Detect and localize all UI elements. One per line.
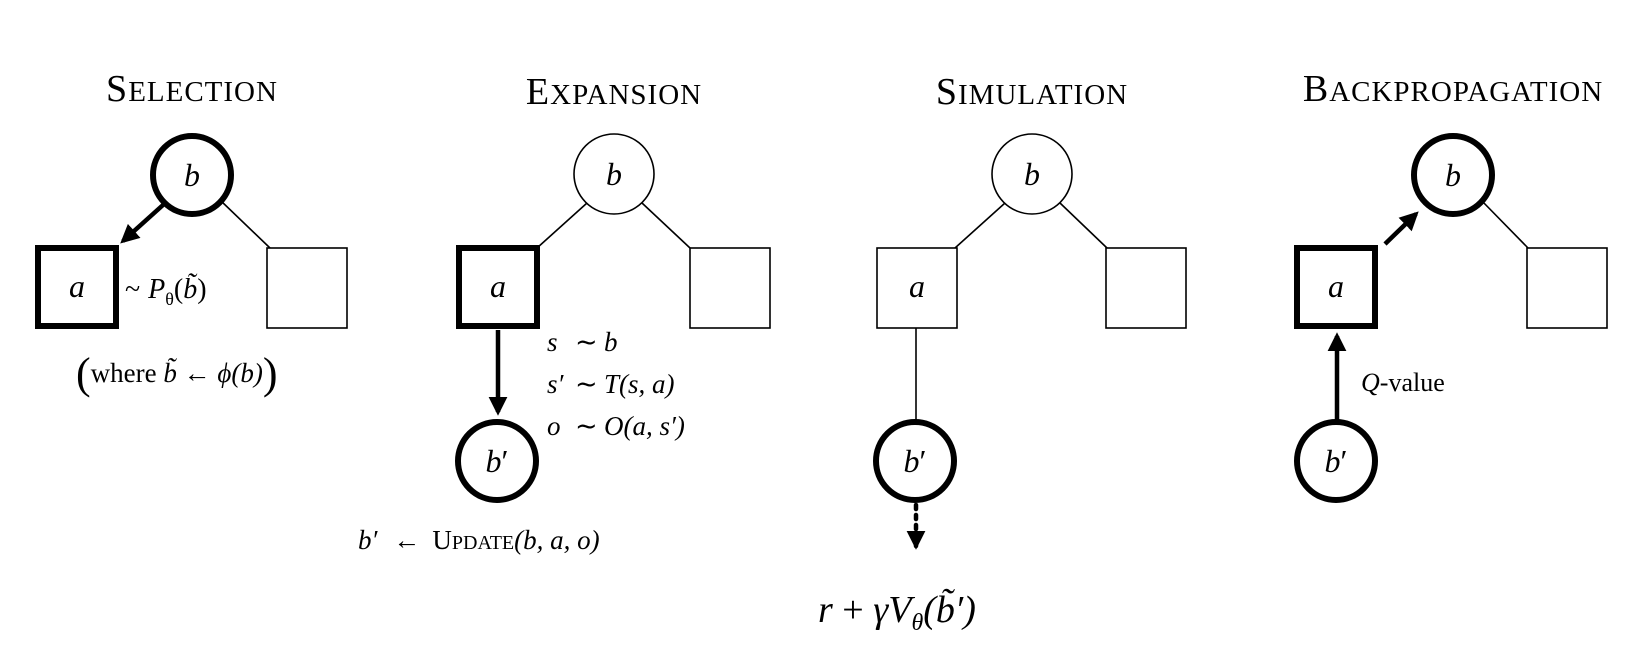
belief-node: [991, 133, 1073, 215]
where-clause: (where b̃ ← ϕ(b)): [76, 349, 278, 398]
action-node-unexpanded: [1105, 247, 1187, 329]
edge-belief-to-right-action: [1480, 199, 1529, 249]
new-belief-node: [873, 419, 957, 503]
new-belief-node: [455, 419, 539, 503]
panel-selection: SELECTION b a ~Pθ(b̃) (where b̃ ← ϕ(b)): [35, 68, 348, 398]
belief-label: b: [184, 157, 200, 193]
edge-belief-to-right-action: [219, 199, 271, 249]
panel-title-expansion: EXPANSION: [526, 71, 702, 113]
panel-backpropagation: BACKPROPAGATION b a b′ Q-value: [1294, 68, 1608, 503]
action-label: a: [909, 268, 925, 304]
action-node: [876, 247, 958, 329]
eq-next-state-rhs: T(s, a): [604, 369, 675, 399]
eq-observation-rhs: O(a, s′): [604, 411, 685, 441]
panel-simulation: SIMULATION b a b′ r + γVθ(b̃′): [818, 71, 1187, 636]
value-estimate-expression: r + γVθ(b̃′): [818, 588, 976, 636]
belief-label: b: [1024, 156, 1040, 192]
panel-title-selection: SELECTION: [106, 68, 278, 110]
panel-title-backpropagation: BACKPROPAGATION: [1303, 68, 1603, 110]
action-node-unexpanded: [1526, 247, 1608, 329]
eq-observation-lhs: o: [547, 411, 561, 441]
eq-observation-op: ∼: [575, 411, 598, 441]
action-node-unexpanded: [266, 247, 348, 329]
edge-belief-to-action: [954, 202, 1006, 249]
eq-next-state-op: ∼: [575, 369, 598, 399]
action-node-unexpanded: [689, 247, 771, 329]
action-node-selected: [1294, 245, 1378, 329]
belief-node: [1411, 133, 1495, 217]
q-value-label: Q-value: [1361, 368, 1445, 397]
new-belief-label: b′: [486, 443, 509, 479]
eq-state-rhs: b: [604, 327, 618, 357]
new-belief-label: b′: [904, 443, 927, 479]
eq-next-state-lhs: s′: [547, 369, 565, 399]
belief-node: [150, 133, 234, 217]
belief-label: b: [1445, 157, 1461, 193]
belief-label: b: [606, 156, 622, 192]
belief-node: [573, 133, 655, 215]
generative-model-equations: s ∼ b s′ ∼ T(s, a) o ∼ O(a, s′): [547, 327, 685, 441]
new-belief-label: b′: [1325, 443, 1348, 479]
action-label: a: [490, 268, 506, 304]
panel-expansion: EXPANSION b a b′ s ∼ b s′ ∼ T(s, a) o ∼ …: [358, 71, 771, 555]
edge-belief-to-right-action: [641, 202, 691, 249]
policy-sampling-expression: ~Pθ(b̃): [125, 273, 207, 309]
action-node-selected: [35, 245, 119, 329]
edge-belief-to-action: [536, 202, 588, 249]
edge-belief-to-right-action: [1059, 202, 1108, 249]
eq-state-op: ∼: [575, 327, 598, 357]
arrow-backup-to-belief: [1383, 211, 1419, 246]
eq-state-lhs: s: [547, 327, 558, 357]
action-label: a: [1328, 268, 1344, 304]
action-node-selected: [456, 245, 540, 329]
belief-update-expression: b′←UPDATE(b, a, o): [358, 525, 600, 555]
action-label: a: [69, 268, 85, 304]
new-belief-node: [1294, 419, 1378, 503]
arrow-select-action: [120, 203, 165, 244]
panel-title-simulation: SIMULATION: [936, 71, 1128, 113]
